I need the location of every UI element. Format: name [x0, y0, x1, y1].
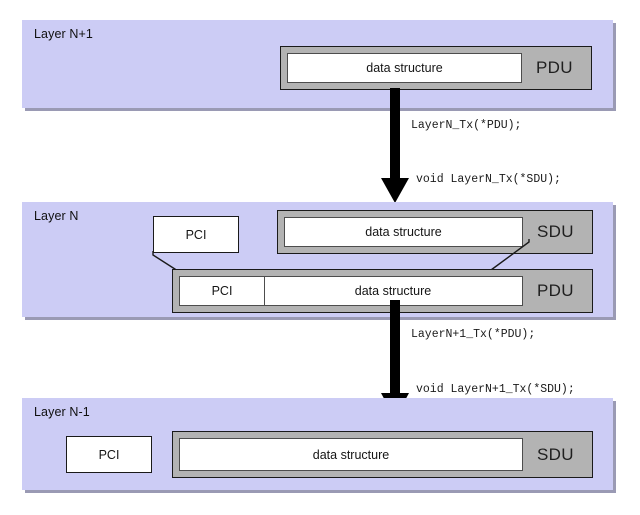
- call-label-1: LayerN_Tx(*PDU);: [411, 119, 522, 132]
- unit-box-sdu-middle: data structure SDU: [277, 210, 593, 254]
- unit-cell-data-structure: data structure: [354, 284, 432, 298]
- call-label-3: LayerN+1_Tx(*PDU);: [411, 328, 536, 341]
- pci-box-label: PCI: [98, 447, 120, 462]
- arrow-top: [380, 88, 410, 204]
- unit-inner-pdu-top: data structure: [287, 53, 522, 83]
- unit-cell-data-structure: data structure: [365, 225, 442, 239]
- pci-box-layer-n: PCI: [153, 216, 239, 253]
- call-label-2: void LayerN_Tx(*SDU);: [416, 173, 561, 186]
- arrow-bottom: [380, 300, 410, 420]
- unit-box-sdu-bottom: data structure SDU: [172, 431, 593, 478]
- pci-box-label: PCI: [185, 227, 207, 242]
- unit-inner-sdu-middle: data structure: [284, 217, 523, 247]
- unit-tag-pdu-top: PDU: [536, 58, 573, 77]
- unit-cell-data-structure: data structure: [312, 447, 390, 462]
- layer-label-n: Layer N: [34, 209, 79, 223]
- layer-label-n-minus-1: Layer N-1: [34, 405, 90, 419]
- unit-cell-data-structure: data structure: [366, 61, 443, 75]
- unit-box-pdu-top: data structure PDU: [280, 46, 592, 90]
- unit-inner-sdu-bottom: data structure: [179, 438, 523, 471]
- unit-inner-pdu-middle: PCI data structure: [179, 276, 523, 306]
- call-label-4: void LayerN+1_Tx(*SDU);: [416, 383, 575, 396]
- unit-tag-sdu-bottom: SDU: [537, 445, 574, 464]
- connector-sdu-to-pdu: [487, 238, 531, 272]
- layer-label-n-plus-1: Layer N+1: [34, 27, 93, 41]
- pci-box-layer-n-minus-1: PCI: [66, 436, 152, 473]
- unit-tag-pdu-middle: PDU: [537, 281, 574, 300]
- unit-box-pdu-middle: PCI data structure PDU: [172, 269, 593, 313]
- unit-tag-sdu-middle: SDU: [537, 222, 574, 241]
- unit-cell-pci: PCI: [180, 277, 265, 305]
